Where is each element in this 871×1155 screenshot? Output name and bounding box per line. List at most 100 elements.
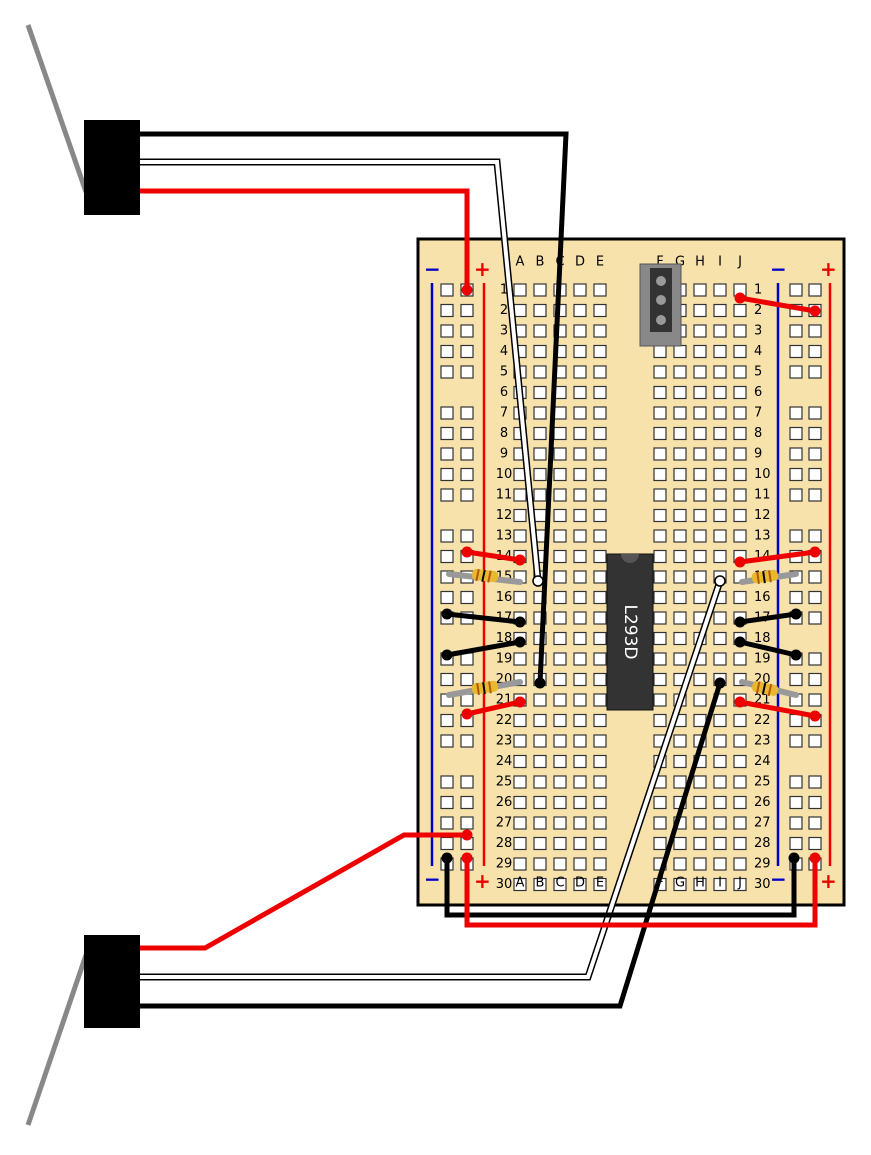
breadboard-hole xyxy=(733,324,747,338)
breadboard-label: 22 xyxy=(754,713,771,728)
breadboard-hole xyxy=(573,549,587,564)
breadboard-hole xyxy=(653,570,667,584)
breadboard-hole xyxy=(808,283,822,297)
breadboard-label: 25 xyxy=(754,775,771,790)
breadboard-label: G xyxy=(675,876,685,891)
breadboard-hole xyxy=(808,795,822,810)
breadboard-hole xyxy=(513,877,527,892)
servo-top-arm xyxy=(25,24,89,193)
breadboard-hole xyxy=(653,529,667,543)
breadboard-hole xyxy=(513,283,527,297)
red-jumpers xyxy=(464,295,818,719)
breadboard-hole xyxy=(513,816,527,830)
breadboard-hole xyxy=(673,426,687,441)
breadboard-hole xyxy=(593,754,607,769)
breadboard-hole xyxy=(673,631,687,646)
red-jumper-ends xyxy=(461,292,821,722)
breadboard-hole xyxy=(533,344,547,359)
breadboard-hole xyxy=(673,467,687,482)
breadboard-hole xyxy=(513,529,527,543)
breadboard-hole xyxy=(573,426,587,441)
left-bottom-minus-sign: − xyxy=(424,867,441,891)
breadboard-hole xyxy=(460,467,474,482)
breadboard-label: 4 xyxy=(500,344,508,359)
breadboard-hole xyxy=(693,693,707,707)
breadboard-hole xyxy=(673,549,687,564)
breadboard-hole xyxy=(573,467,587,482)
breadboard-hole xyxy=(713,631,727,646)
breadboard-hole xyxy=(573,406,587,420)
breadboard-hole xyxy=(673,447,687,461)
right-top-plus-sign: + xyxy=(820,257,837,281)
breadboard-hole xyxy=(593,734,607,748)
breadboard-hole xyxy=(653,631,667,646)
breadboard-hole xyxy=(789,283,803,297)
breadboard-hole xyxy=(713,549,727,564)
breadboard-hole xyxy=(789,365,803,379)
breadboard-hole xyxy=(513,590,527,605)
breadboard-hole xyxy=(733,426,747,441)
breadboard-hole xyxy=(573,508,587,523)
breadboard-hole xyxy=(733,775,747,789)
breadboard-hole xyxy=(440,836,454,851)
breadboard-hole xyxy=(733,652,747,666)
breadboard-hole xyxy=(808,467,822,482)
servo-top-connector xyxy=(84,120,140,215)
breadboard-label: 12 xyxy=(754,508,771,523)
breadboard-hole xyxy=(573,283,587,297)
breadboard-label: E xyxy=(596,255,604,270)
breadboard-label: J xyxy=(737,255,742,270)
breadboard-hole xyxy=(733,447,747,461)
breadboard-hole xyxy=(593,488,607,502)
breadboard-hole xyxy=(713,734,727,748)
breadboard-hole xyxy=(440,467,454,482)
breadboard-hole xyxy=(713,365,727,379)
breadboard-label: F xyxy=(656,255,663,270)
breadboard-hole xyxy=(713,775,727,789)
breadboard-hole xyxy=(673,857,687,871)
breadboard-hole xyxy=(673,385,687,400)
breadboard-hole xyxy=(789,672,803,687)
breadboard-label: 4 xyxy=(754,344,762,359)
breadboard-hole xyxy=(789,447,803,461)
breadboard-hole xyxy=(593,713,607,728)
breadboard-hole xyxy=(808,529,822,543)
breadboard-hole xyxy=(573,836,587,851)
breadboard-label: 13 xyxy=(496,529,513,544)
breadboard-hole xyxy=(573,590,587,605)
breadboard-hole xyxy=(673,344,687,359)
breadboard-hole xyxy=(713,611,727,625)
breadboard-hole xyxy=(573,877,587,892)
breadboard-hole xyxy=(513,303,527,318)
breadboard-hole xyxy=(533,816,547,830)
breadboard-hole xyxy=(693,385,707,400)
breadboard-hole xyxy=(733,488,747,502)
breadboard-hole xyxy=(653,447,667,461)
breadboard-label: 1 xyxy=(500,283,508,298)
black-jumper-ends xyxy=(441,608,802,661)
breadboard-hole xyxy=(533,467,547,482)
breadboard-hole xyxy=(533,734,547,748)
breadboard-hole xyxy=(808,570,822,584)
breadboard-label: 5 xyxy=(754,365,762,380)
breadboard-label: 2 xyxy=(754,303,762,318)
right-bottom-plus-sign: + xyxy=(820,869,837,893)
breadboard-hole xyxy=(593,857,607,871)
breadboard-hole xyxy=(808,447,822,461)
breadboard-hole xyxy=(553,406,567,420)
breadboard-hole xyxy=(713,713,727,728)
breadboard-hole xyxy=(693,447,707,461)
breadboard-hole xyxy=(593,508,607,523)
breadboard-hole xyxy=(553,631,567,646)
breadboard-label: 8 xyxy=(754,426,762,441)
black-jumpers xyxy=(444,611,799,658)
breadboard-hole xyxy=(693,488,707,502)
breadboard-hole xyxy=(553,877,567,892)
breadboard-hole xyxy=(460,488,474,502)
breadboard-hole xyxy=(573,611,587,625)
breadboard-hole xyxy=(808,652,822,666)
breadboard-hole xyxy=(533,508,547,523)
breadboard-label: 7 xyxy=(500,406,508,421)
breadboard-hole xyxy=(440,795,454,810)
breadboard-label: J xyxy=(737,876,742,891)
